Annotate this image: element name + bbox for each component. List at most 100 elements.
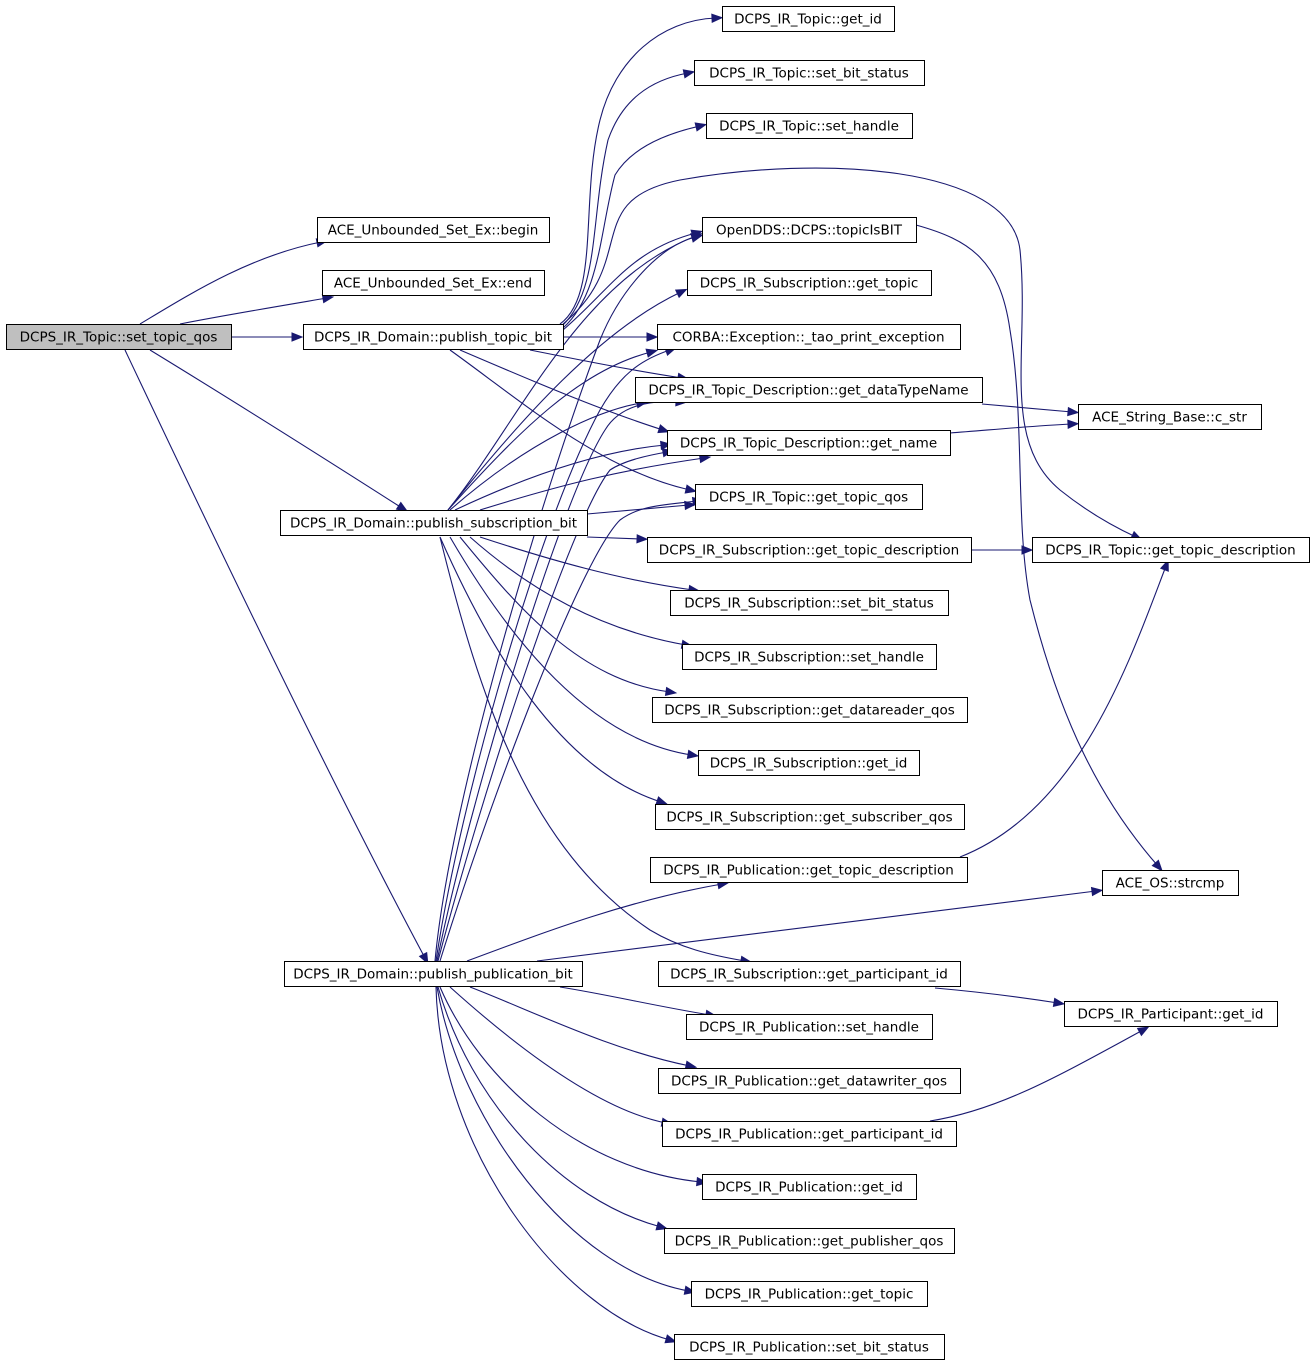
call-graph-edges [124, 13, 1169, 1344]
call-graph-nodes: DCPS_IR_Topic::set_topic_qos ACE_Unbounde… [6, 6, 1310, 1360]
node-box[interactable] [658, 961, 961, 987]
node-box[interactable] [706, 113, 913, 139]
node-box[interactable] [647, 537, 972, 563]
call-edge-arrowhead [660, 440, 673, 451]
node-box[interactable] [694, 60, 925, 86]
node-pub-get-topic[interactable]: DCPS_IR_Publication::get_topic [691, 1281, 928, 1307]
node-topic-get-topic-qos[interactable]: DCPS_IR_Topic::get_topic_qos [695, 484, 923, 510]
call-edge-arrowhead [1067, 419, 1080, 429]
node-box[interactable] [650, 857, 968, 883]
node-box[interactable] [667, 430, 951, 456]
node-box[interactable] [317, 217, 550, 243]
node-pub-get-topic-description[interactable]: DCPS_IR_Publication::get_topic_descripti… [650, 857, 968, 883]
node-label: DCPS_IR_Topic::set_handle [719, 119, 899, 135]
node-pub-set-handle[interactable]: DCPS_IR_Publication::set_handle [686, 1014, 933, 1040]
node-pub-set-bit-status[interactable]: DCPS_IR_Publication::set_bit_status [674, 1334, 945, 1360]
call-edge-arrowhead [686, 749, 700, 759]
call-edge-arrowhead [682, 69, 696, 79]
node-os-strcmp[interactable]: ACE_OS::strcmp [1102, 870, 1239, 896]
node-td-get-datatypename[interactable]: DCPS_IR_Topic_Description::get_dataTypeN… [635, 377, 983, 403]
call-edge [459, 349, 664, 431]
node-label: DCPS_IR_Subscription::get_topic_descript… [659, 543, 959, 559]
node-box[interactable] [682, 644, 937, 670]
node-box[interactable] [1032, 537, 1310, 563]
node-set-begin[interactable]: ACE_Unbounded_Set_Ex::begin [317, 217, 550, 243]
node-sub-get-datareader-qos[interactable]: DCPS_IR_Subscription::get_datareader_qos [652, 697, 968, 723]
node-sub-set-handle[interactable]: DCPS_IR_Subscription::set_handle [682, 644, 937, 670]
node-box[interactable] [280, 510, 588, 536]
node-pub-get-id[interactable]: DCPS_IR_Publication::get_id [702, 1174, 917, 1200]
call-edge-arrowhead [1136, 1026, 1150, 1037]
node-topic-set-handle[interactable]: DCPS_IR_Topic::set_handle [706, 113, 913, 139]
node-box[interactable] [670, 590, 949, 616]
node-topic-get-id[interactable]: DCPS_IR_Topic::get_id [722, 6, 895, 32]
node-box[interactable] [657, 324, 961, 350]
node-topic-set-bit-status[interactable]: DCPS_IR_Topic::set_bit_status [694, 60, 925, 86]
edge-pub-sub-bit-to-sub-get-topic-description [586, 534, 649, 544]
node-topic-is-bit[interactable]: OpenDDS::DCPS::topicIsBIT [702, 217, 917, 243]
node-box[interactable] [698, 750, 920, 776]
call-edge-arrowhead [655, 796, 668, 806]
node-sub-get-id[interactable]: DCPS_IR_Subscription::get_id [698, 750, 920, 776]
node-box[interactable] [652, 697, 968, 723]
call-edge [439, 536, 662, 803]
edge-sub-get-participant-id-to-participant-get-id [934, 987, 1066, 1007]
call-edge [139, 241, 322, 325]
node-box[interactable] [658, 1068, 961, 1094]
node-box[interactable] [695, 484, 923, 510]
node-box[interactable] [635, 377, 983, 403]
node-box[interactable] [686, 1014, 933, 1040]
node-box[interactable] [702, 217, 917, 243]
node-box[interactable] [674, 1334, 945, 1360]
node-box[interactable] [1078, 404, 1262, 430]
call-edge [439, 536, 746, 962]
node-tao-print-exception[interactable]: CORBA::Exception::_tao_print_exception [657, 324, 961, 350]
node-box[interactable] [1064, 1001, 1278, 1027]
node-pub-get-datawriter-qos[interactable]: DCPS_IR_Publication::get_datawriter_qos [658, 1068, 961, 1094]
node-box[interactable] [664, 1228, 955, 1254]
node-string-c-str[interactable]: ACE_String_Base::c_str [1078, 404, 1262, 430]
call-edge [179, 297, 328, 325]
node-box[interactable] [691, 1281, 928, 1307]
node-set-end[interactable]: ACE_Unbounded_Set_Ex::end [322, 270, 545, 296]
call-edge [447, 291, 682, 511]
node-sub-set-bit-status[interactable]: DCPS_IR_Subscription::set_bit_status [670, 590, 949, 616]
node-sub-get-topic[interactable]: DCPS_IR_Subscription::get_topic [687, 270, 932, 296]
node-sub-get-participant-id[interactable]: DCPS_IR_Subscription::get_participant_id [658, 961, 961, 987]
node-box[interactable] [284, 961, 583, 987]
node-box[interactable] [322, 270, 545, 296]
node-topic-get-topic-description[interactable]: DCPS_IR_Topic::get_topic_description [1032, 537, 1310, 563]
edge-pub-pub-bit-to-os-strcmp [536, 886, 1104, 962]
call-edge [586, 504, 690, 515]
node-box[interactable] [722, 6, 895, 32]
edge-pub-get-participant-id-to-participant-get-id [929, 1026, 1150, 1122]
node-pub-pub-bit[interactable]: DCPS_IR_Domain::publish_publication_bit [284, 961, 583, 987]
node-pub-get-publisher-qos[interactable]: DCPS_IR_Publication::get_publisher_qos [664, 1228, 955, 1254]
node-label: DCPS_IR_Topic::get_id [734, 12, 882, 28]
node-td-get-name[interactable]: DCPS_IR_Topic_Description::get_name [667, 430, 951, 456]
node-sub-get-topic-description[interactable]: DCPS_IR_Subscription::get_topic_descript… [647, 537, 972, 563]
node-box[interactable] [702, 1174, 917, 1200]
node-participant-get-id[interactable]: DCPS_IR_Participant::get_id [1064, 1001, 1278, 1027]
node-box[interactable] [303, 324, 564, 350]
call-edge [981, 403, 1073, 413]
node-set-topic-qos[interactable]: DCPS_IR_Topic::set_topic_qos [6, 324, 232, 350]
node-sub-get-subscriber-qos[interactable]: DCPS_IR_Subscription::get_subscriber_qos [655, 804, 965, 830]
node-box[interactable] [662, 1121, 957, 1147]
node-label: DCPS_IR_Subscription::get_participant_id [670, 967, 948, 983]
node-box[interactable] [1102, 870, 1239, 896]
call-edge [929, 1029, 1144, 1122]
node-label: DCPS_IR_Publication::get_datawriter_qos [671, 1074, 947, 1090]
node-pub-get-participant-id[interactable]: DCPS_IR_Publication::get_participant_id [662, 1121, 957, 1147]
node-label: DCPS_IR_Topic::set_topic_qos [20, 330, 218, 346]
call-edge [434, 236, 697, 962]
node-label: OpenDDS::DCPS::topicIsBIT [716, 223, 903, 239]
edge-pub-sub-bit-to-sub-get-id [449, 536, 700, 759]
call-edge-arrowhead [664, 1334, 678, 1344]
node-box[interactable] [6, 324, 232, 350]
edge-pub-topic-bit-to-topic-get-id [559, 13, 724, 325]
node-box[interactable] [687, 270, 932, 296]
node-pub-topic-bit[interactable]: DCPS_IR_Domain::publish_topic_bit [303, 324, 564, 350]
node-box[interactable] [655, 804, 965, 830]
node-pub-sub-bit[interactable]: DCPS_IR_Domain::publish_subscription_bit [280, 510, 588, 536]
